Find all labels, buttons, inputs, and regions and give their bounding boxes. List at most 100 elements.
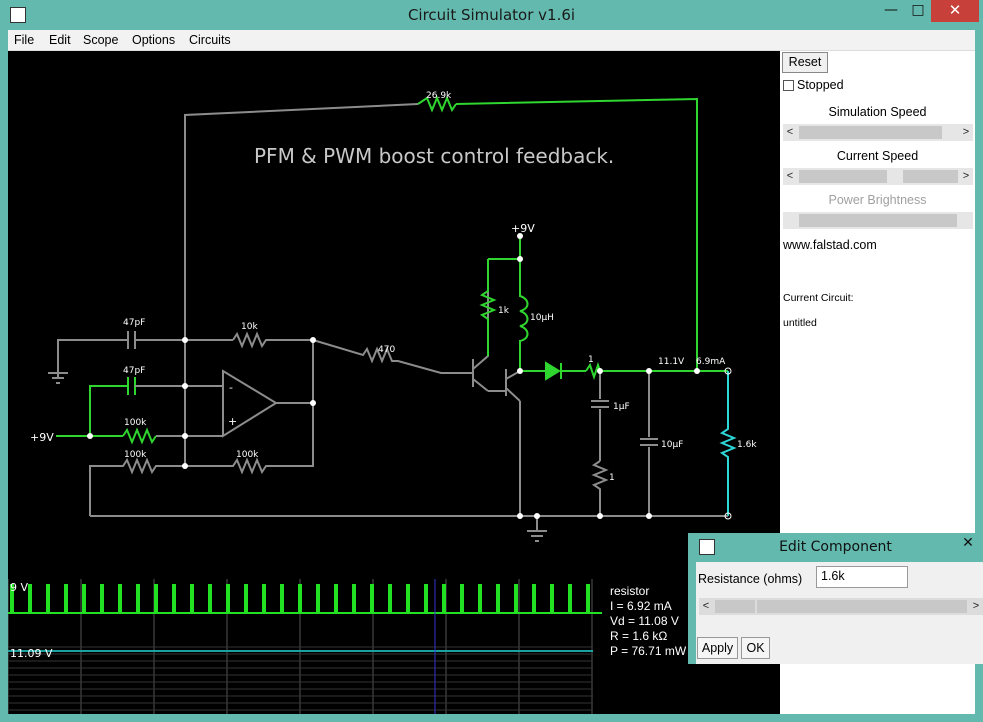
label-10uh: 10μH (530, 313, 554, 323)
scroll-right-icon[interactable]: > (972, 600, 980, 612)
capacitor-47pf-b[interactable] (127, 377, 136, 395)
java-app-icon (10, 7, 26, 23)
slider-thumb[interactable] (799, 126, 942, 139)
ok-button[interactable]: OK (741, 637, 770, 659)
label-26.9k: 26.9k (426, 91, 452, 101)
close-button[interactable]: ✕ (931, 0, 979, 22)
slider-thumb[interactable] (799, 170, 887, 183)
label-iout: 6.9mA (696, 357, 726, 367)
resistance-label: Resistance (ohms) (698, 572, 803, 586)
dialog-close-button[interactable]: ✕ (962, 535, 974, 551)
label-vout: 11.1V (658, 357, 685, 367)
scroll-left-icon[interactable]: < (786, 170, 794, 182)
resistor-100k-b[interactable] (89, 457, 185, 516)
menu-options[interactable]: Options (132, 33, 176, 47)
resistor-1-series[interactable] (585, 361, 601, 381)
resistance-input[interactable]: 1.6k (816, 566, 908, 588)
label-47pf-b: 47pF (123, 366, 145, 376)
menu-circuits[interactable]: Circuits (189, 33, 231, 47)
menu-edit[interactable]: Edit (49, 33, 71, 47)
wire-diode-out (560, 363, 586, 379)
resistor-load-1.6k[interactable] (719, 371, 737, 516)
label-load: 1.6k (737, 440, 757, 450)
info-name: resistor (610, 584, 650, 598)
power-brightness-label: Power Brightness (828, 193, 927, 207)
wire-feedback-right (455, 97, 698, 371)
resistor-1-shunt[interactable] (591, 460, 609, 516)
slider-track (757, 600, 967, 613)
scope[interactable]: 9 V 11.09 V (8, 579, 602, 714)
resistor-470[interactable] (312, 339, 473, 374)
scope-trace-voltage (8, 584, 602, 614)
label-100k-b: 100k (124, 450, 147, 460)
ground-symbol-left (48, 372, 68, 384)
apply-button[interactable]: Apply (697, 637, 738, 659)
info-power: P = 76.71 mW (610, 644, 687, 658)
resistance-slider[interactable]: < > (699, 598, 983, 615)
slider-track-right (903, 170, 958, 183)
menu-scope[interactable]: Scope (83, 33, 119, 47)
slider-thumb (799, 214, 957, 227)
label-10uf: 10μF (661, 440, 683, 450)
dialog-app-icon (699, 539, 715, 555)
capacitor-10uf[interactable] (640, 371, 658, 516)
scroll-left-icon[interactable]: < (786, 126, 794, 138)
power-brightness-slider (783, 212, 973, 229)
circuit-heading: PFM & PWM boost control feedback. (254, 144, 614, 168)
wire-opamp-out (276, 340, 314, 404)
scope-top-label: 9 V (10, 581, 28, 594)
wire-feedback-left (184, 103, 419, 386)
website-link[interactable]: www.falstad.com (783, 238, 877, 252)
info-current: I = 6.92 mA (610, 599, 672, 613)
scroll-right-icon[interactable]: > (962, 126, 970, 138)
resistor-100k-a[interactable] (122, 427, 157, 445)
stopped-label: Stopped (797, 78, 844, 92)
transistor-q1[interactable] (472, 259, 489, 392)
simulation-speed-label: Simulation Speed (828, 105, 927, 119)
resistor-100k-c[interactable] (185, 403, 314, 475)
minimize-button[interactable]: — (884, 2, 898, 18)
circuit-diagram[interactable]: PFM & PWM boost control feedback. 26.9k … (8, 51, 780, 714)
diode[interactable] (545, 361, 561, 381)
reset-button[interactable]: Reset (782, 52, 828, 73)
label-1-series: 1 (588, 355, 594, 365)
window-title: Circuit Simulator v1.6i (407, 6, 576, 24)
current-speed-label: Current Speed (836, 149, 919, 163)
current-circuit-name: untitled (783, 317, 817, 329)
dialog-body: Resistance (ohms) 1.6k < > Apply OK (696, 562, 983, 664)
label-47pf-a: 47pF (123, 318, 145, 328)
menu-bar: File Edit Scope Options Circuits (8, 30, 975, 51)
scroll-right-icon[interactable]: > (962, 170, 970, 182)
component-info: resistor I = 6.92 mA Vd = 11.08 V R = 1.… (610, 584, 686, 659)
maximize-button[interactable]: □ (911, 2, 925, 18)
label-10k: 10k (241, 322, 258, 332)
wire-ground-cap (57, 339, 128, 378)
ground-symbol-right (527, 516, 547, 542)
circuit-nodes (87, 233, 732, 520)
opamp-minus-label: - (229, 381, 233, 394)
wire-cap-b-left (89, 385, 128, 436)
capacitor-1uf[interactable] (591, 371, 609, 461)
label-supply-top: +9V (511, 222, 535, 235)
scope-bottom-label: 11.09 V (10, 647, 53, 660)
label-100k-c: 100k (236, 450, 259, 460)
resistor-1k[interactable] (479, 259, 497, 356)
info-resistance: R = 1.6 kΩ (610, 629, 668, 643)
current-speed-slider[interactable]: < > (783, 168, 973, 185)
edit-component-dialog: Edit Component ✕ Resistance (ohms) 1.6k … (688, 533, 983, 664)
stopped-checkbox[interactable] (783, 80, 794, 91)
slider-thumb[interactable] (715, 600, 755, 613)
menu-file[interactable]: File (14, 33, 35, 47)
circuit-canvas[interactable]: PFM & PWM boost control feedback. 26.9k … (8, 51, 780, 714)
label-1k: 1k (498, 306, 510, 316)
resistor-feedback[interactable] (417, 95, 457, 113)
simulation-speed-slider[interactable]: < > (783, 124, 973, 141)
inductor-10uh[interactable] (519, 259, 529, 371)
capacitor-47pf-a[interactable] (127, 331, 136, 349)
scroll-left-icon[interactable]: < (702, 600, 710, 612)
info-voltage: Vd = 11.08 V (610, 614, 679, 628)
transistor-q2[interactable] (488, 369, 521, 402)
opamp[interactable] (222, 369, 278, 438)
resistor-10k[interactable] (232, 331, 313, 349)
